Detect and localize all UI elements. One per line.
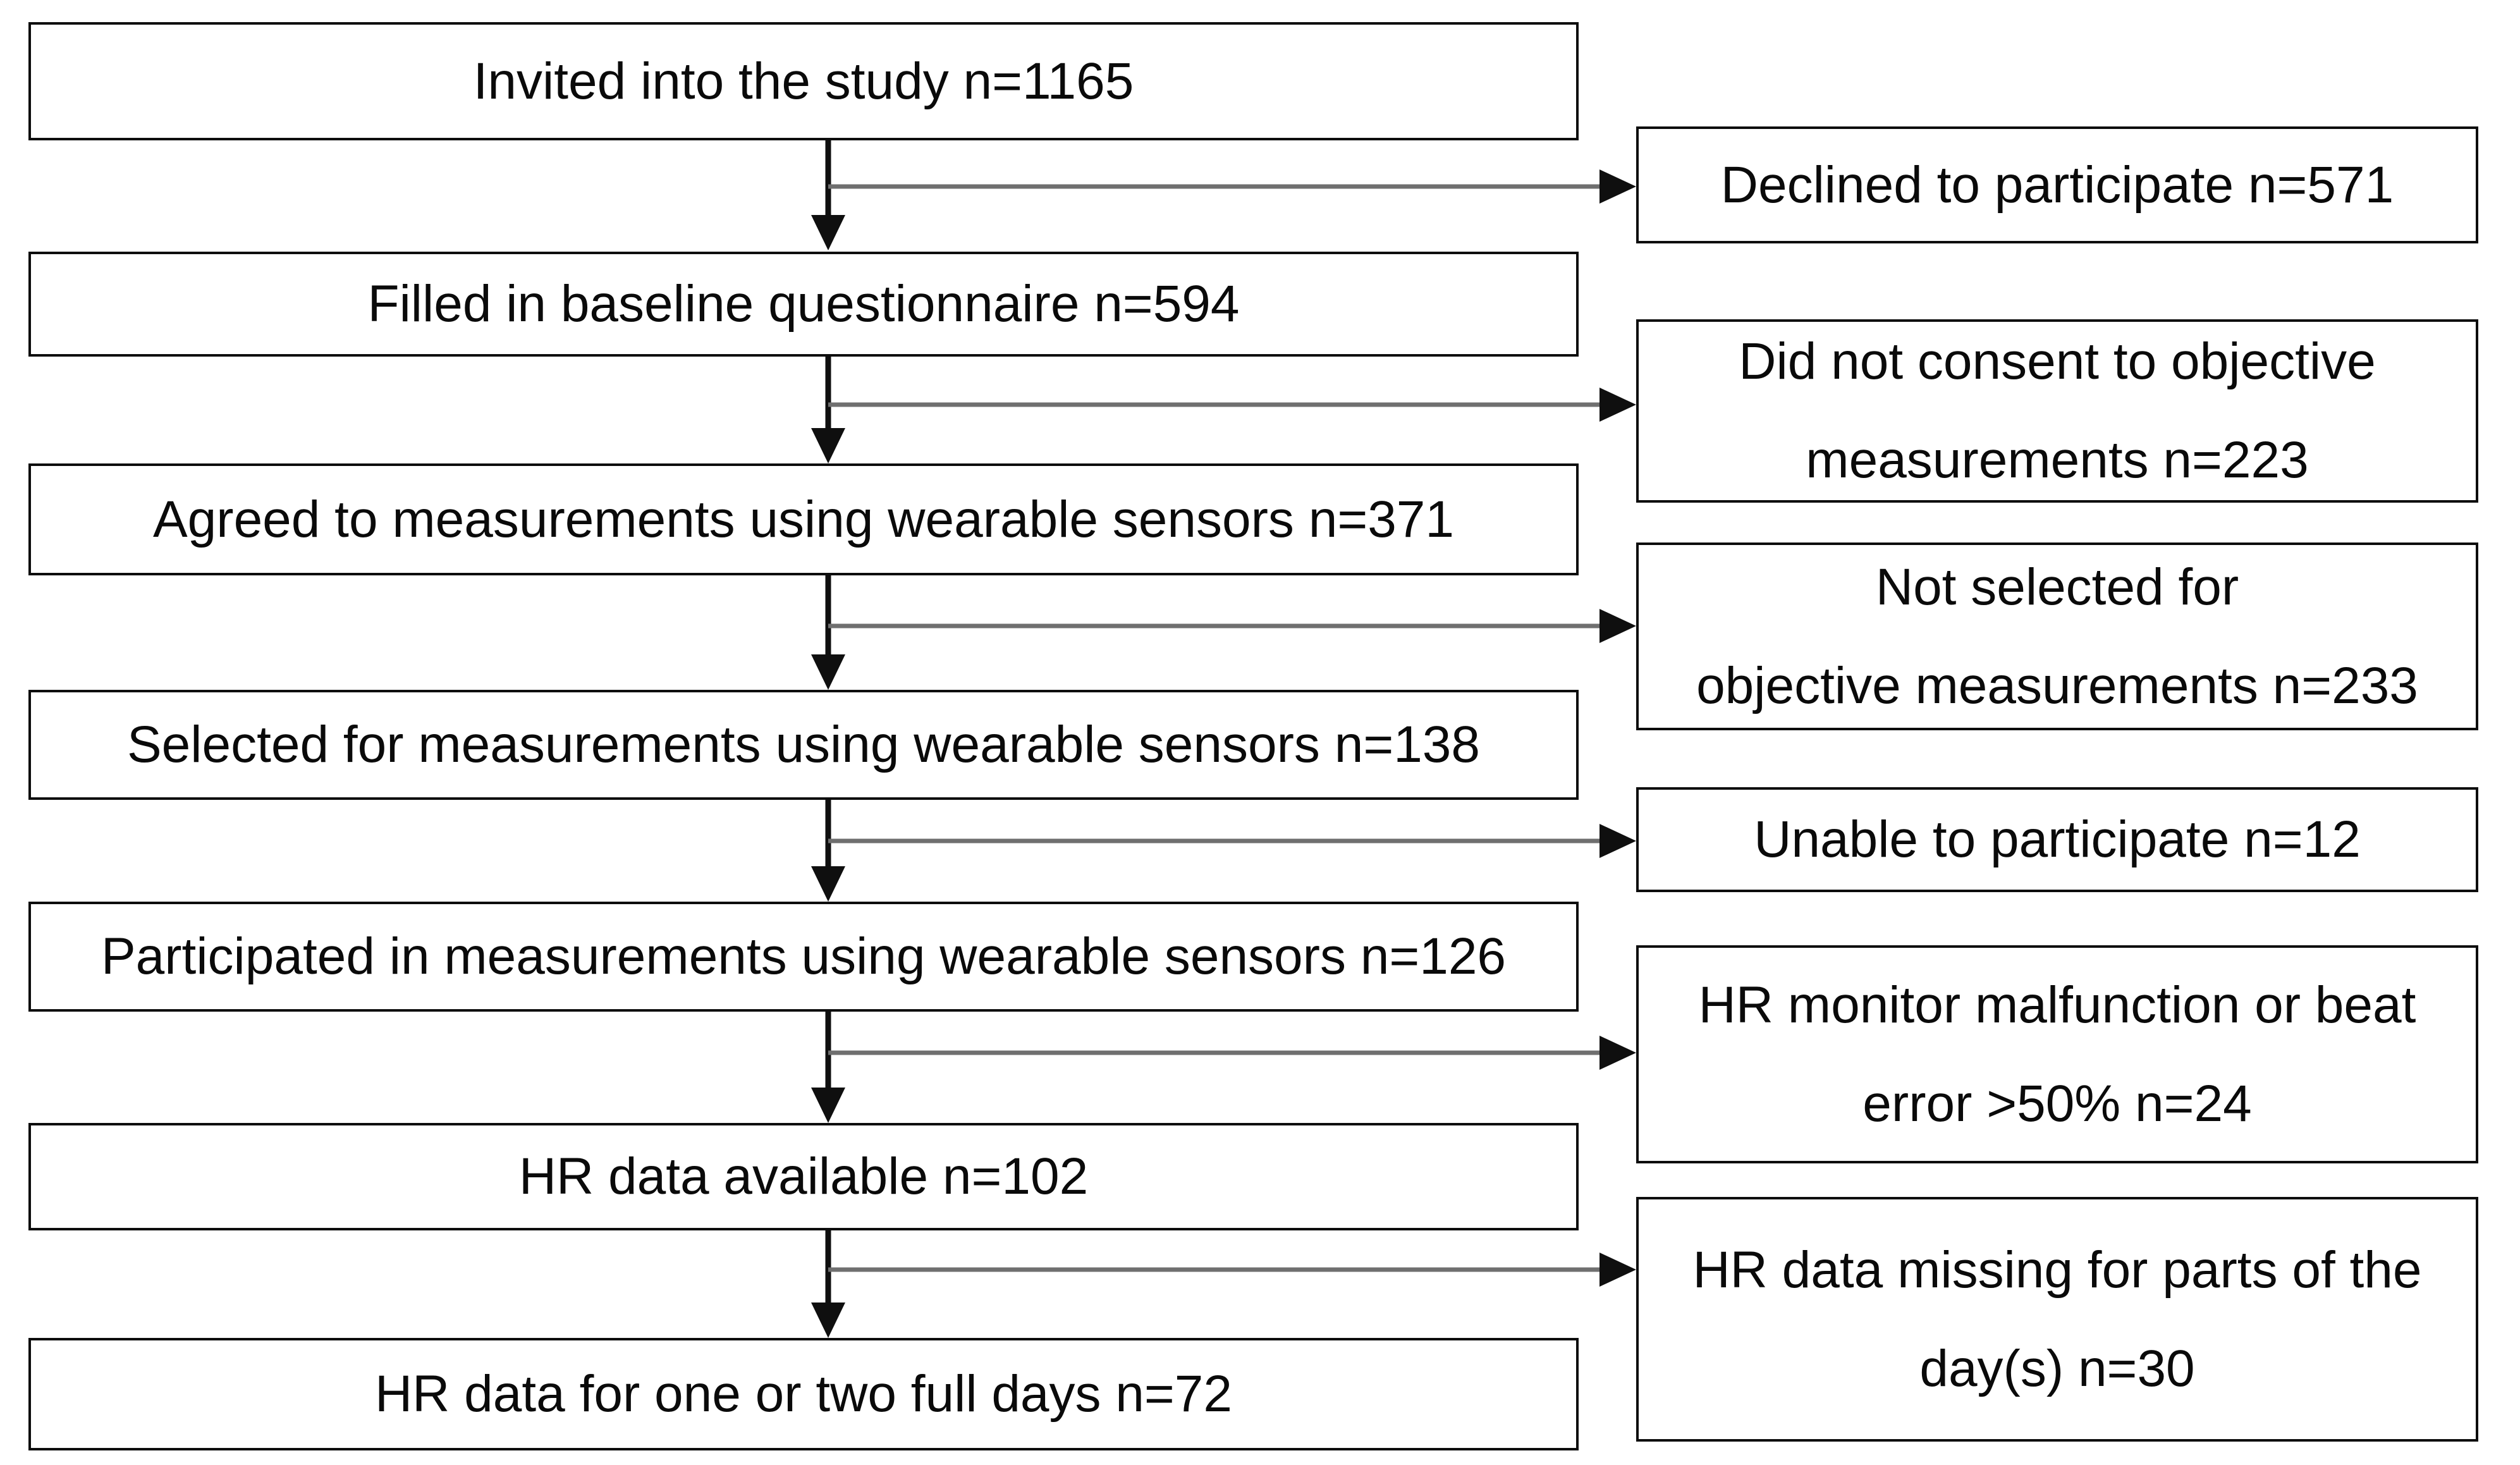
- flow-step-label: Filled in baseline questionnaire n=594: [367, 275, 1240, 333]
- branch-arrow-3: [828, 609, 1636, 643]
- exclusion-label-line: HR monitor malfunction or beat: [1698, 976, 2416, 1034]
- flow-step-label: HR data for one or two full days n=72: [374, 1365, 1233, 1423]
- flow-step-baseline-questionnaire: Filled in baseline questionnaire n=594: [28, 252, 1579, 357]
- flow-step-hr-data-available: HR data available n=102: [28, 1123, 1579, 1230]
- exclusion-label-line: error >50% n=24: [1862, 1074, 2252, 1132]
- down-arrow-2: [811, 356, 845, 463]
- flow-step-selected-measurements: Selected for measurements using wearable…: [28, 690, 1579, 800]
- down-arrow-1: [811, 140, 845, 250]
- flow-step-label: Selected for measurements using wearable…: [126, 716, 1481, 774]
- exclusion-label-line: measurements n=223: [1806, 431, 2309, 489]
- exclusion-label: Unable to participate n=12: [1754, 811, 2361, 869]
- exclusion-label-line: objective measurements n=233: [1696, 656, 2418, 714]
- exclusion-box-hr-missing: HR data missing for parts of the day(s) …: [1636, 1197, 2478, 1442]
- exclusion-label: Declined to participate n=571: [1720, 156, 2394, 214]
- exclusion-box-hr-malfunction: HR monitor malfunction or beat error >50…: [1636, 945, 2478, 1163]
- flow-step-label: Participated in measurements using weara…: [101, 928, 1507, 986]
- flow-step-label: Invited into the study n=1165: [473, 52, 1134, 110]
- exclusion-box-unable: Unable to participate n=12: [1636, 787, 2478, 892]
- down-arrow-6: [811, 1229, 845, 1338]
- exclusion-box-no-consent: Did not consent to objective measurement…: [1636, 319, 2478, 503]
- branch-arrow-6: [828, 1253, 1636, 1287]
- flow-step-label: Agreed to measurements using wearable se…: [152, 490, 1455, 548]
- exclusion-box-not-selected: Not selected for objective measurements …: [1636, 542, 2478, 730]
- exclusion-box-declined: Declined to participate n=571: [1636, 126, 2478, 243]
- flow-step-participated-measurements: Participated in measurements using weara…: [28, 902, 1579, 1012]
- exclusion-label-line: Did not consent to objective: [1739, 333, 2376, 391]
- flow-step-hr-data-full-days: HR data for one or two full days n=72: [28, 1338, 1579, 1450]
- flow-step-invited: Invited into the study n=1165: [28, 22, 1579, 140]
- exclusion-label-line: day(s) n=30: [1919, 1339, 2195, 1397]
- branch-arrow-5: [828, 1036, 1636, 1070]
- flow-step-label: HR data available n=102: [518, 1148, 1089, 1206]
- branch-arrow-1: [828, 169, 1636, 204]
- exclusion-label-line: Not selected for: [1875, 558, 2239, 616]
- branch-arrow-2: [828, 388, 1636, 422]
- branch-arrow-4: [828, 824, 1636, 858]
- down-arrow-3: [811, 574, 845, 690]
- down-arrow-5: [811, 1010, 845, 1123]
- flow-step-agreed-measurements: Agreed to measurements using wearable se…: [28, 463, 1579, 575]
- down-arrow-4: [811, 799, 845, 902]
- exclusion-label-line: HR data missing for parts of the: [1692, 1241, 2422, 1299]
